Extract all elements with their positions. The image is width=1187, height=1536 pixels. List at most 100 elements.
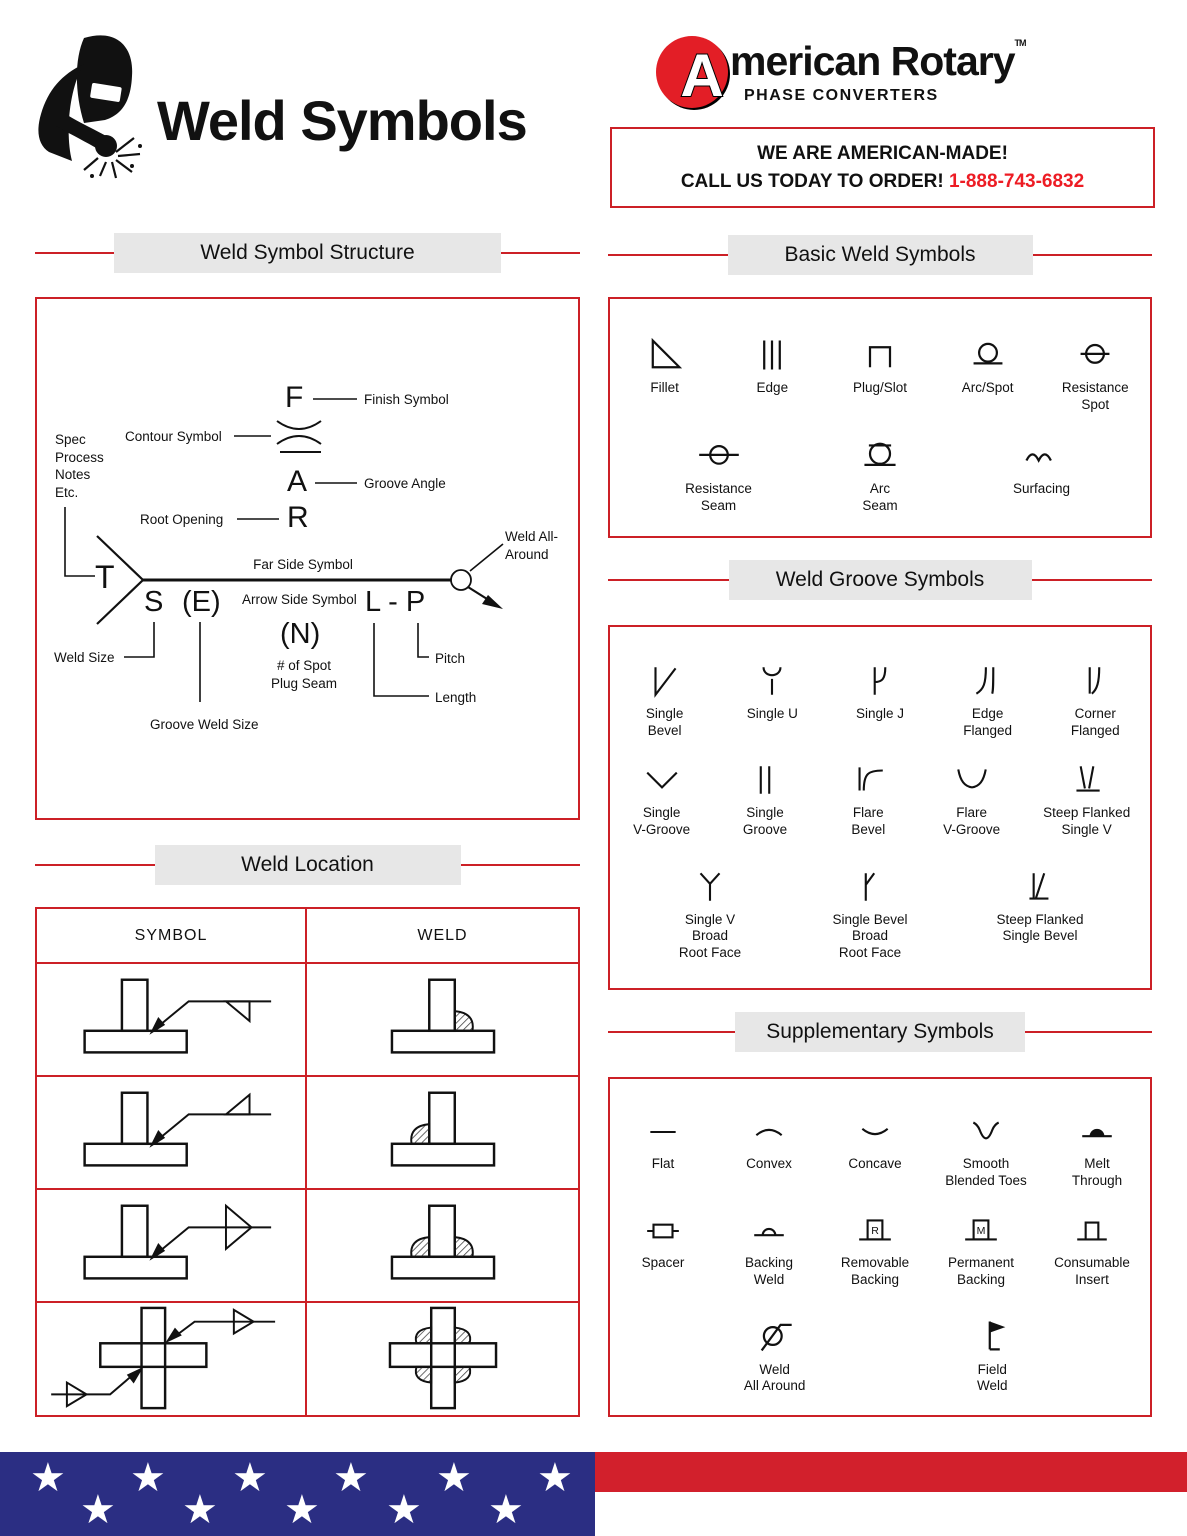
tjoint-weld-both — [390, 1204, 495, 1280]
section-header-location: Weld Location — [35, 844, 580, 885]
flag-star: ★ — [232, 1455, 268, 1501]
symbol-item: Corner Flanged — [1042, 663, 1148, 740]
divider — [608, 1030, 735, 1033]
symbol-item: Melt Through — [1044, 1115, 1150, 1190]
convex-contour-icon — [755, 1128, 783, 1136]
symbol-label: Smooth Blended Toes — [945, 1156, 1027, 1188]
groove-angle-letter: A — [287, 465, 308, 498]
weld-location-table: SYMBOL WELD — [35, 907, 580, 1417]
length-label: Length — [435, 690, 477, 705]
symbol-label: Concave — [848, 1156, 902, 1171]
permanent-backing-icon: M — [965, 1219, 997, 1241]
section-header-structure: Weld Symbol Structure — [35, 232, 580, 273]
table-row — [307, 1303, 578, 1415]
weld-size-letter: S — [144, 586, 164, 618]
arc-spot-icon — [973, 342, 1003, 365]
pitch-label: Pitch — [435, 651, 466, 666]
symbol-label: Spacer — [641, 1254, 685, 1270]
finish-letter: F — [285, 381, 304, 414]
section-title: Weld Symbol Structure — [114, 232, 501, 273]
divider — [460, 863, 580, 866]
edge-flanged-icon — [975, 667, 994, 695]
symbol-label: Single V-Groove — [633, 804, 691, 837]
symbol-label: Permanent Backing — [947, 1254, 1015, 1287]
flag-star: ★ — [182, 1487, 218, 1533]
permanent-letter: M — [977, 1225, 986, 1237]
divider — [1025, 1030, 1152, 1033]
symbol-item: Resistance Spot — [1042, 337, 1148, 414]
table-row — [37, 1303, 307, 1415]
symbol-label: Field Weld — [977, 1361, 1008, 1394]
symbol-item: Steep Flanked Single Bevel — [970, 869, 1110, 946]
symbol-item: Backing Weld — [716, 1214, 822, 1289]
structure-diagram-box: F Finish Symbol Contour Symbol A Groove … — [35, 297, 580, 820]
weld-all-around-icon — [760, 1323, 792, 1351]
length-pitch-letters: L - P — [365, 586, 426, 618]
steep-flanked-single-v-icon — [1076, 765, 1100, 792]
arc-seam-icon — [864, 442, 896, 466]
symbol-label: Resistance Seam — [685, 480, 752, 513]
welder-icon — [38, 35, 142, 179]
symbol-item: Steep Flanked Single V — [1023, 762, 1150, 839]
spot-count-letter: (N) — [280, 618, 321, 650]
logo-wordmark: merican RotaryTM — [730, 38, 1027, 84]
symbol-label: Single Bevel — [645, 706, 684, 738]
edge-icon — [763, 340, 782, 370]
flag-star: ★ — [30, 1455, 66, 1501]
symbol-item: M Permanent Backing — [928, 1214, 1034, 1289]
section-header-supplementary: Supplementary Symbols — [608, 1011, 1152, 1052]
flag-star: ★ — [436, 1455, 472, 1501]
symbol-label: Fillet — [650, 380, 679, 395]
flare-v-groove-icon — [956, 769, 987, 789]
removable-letter: R — [871, 1225, 879, 1237]
single-groove-icon — [759, 766, 771, 794]
symbol-item: Edge — [719, 337, 825, 397]
flag-star: ★ — [130, 1455, 166, 1501]
symbol-item: Single Groove — [713, 762, 816, 839]
smooth-blended-toes-icon — [972, 1121, 1000, 1140]
symbol-label: Single Bevel Broad Root Face — [832, 911, 908, 961]
symbol-label: Melt Through — [1071, 1156, 1123, 1188]
table-row — [37, 1190, 307, 1303]
symbol-label: Resistance Spot — [1061, 380, 1129, 412]
order-banner: WE ARE AMERICAN-MADE! CALL US TODAY TO O… — [610, 127, 1155, 208]
groove-symbols-box: Single Bevel Single U Single J Edge Flan… — [608, 625, 1152, 990]
tjoint-arrow-side-symbol — [83, 978, 272, 1054]
symbol-item: Single Bevel — [612, 663, 718, 740]
fillet-icon — [651, 337, 682, 369]
symbol-item: Field Weld — [939, 1317, 1045, 1396]
symbol-item: Single J — [827, 663, 933, 723]
symbol-label: Removable Backing — [840, 1254, 910, 1287]
symbol-label: Backing Weld — [744, 1254, 794, 1287]
table-row — [37, 964, 307, 1077]
symbol-item: Convex — [716, 1115, 822, 1173]
symbol-item: Weld All Around — [715, 1317, 835, 1396]
single-v-broad-root-face-icon — [699, 872, 721, 901]
flag-star: ★ — [284, 1487, 320, 1533]
symbol-label: Single V Broad Root Face — [678, 911, 742, 961]
tjoint-both-sides-symbol — [83, 1203, 272, 1280]
single-j-icon — [873, 667, 887, 695]
symbol-item: Concave — [822, 1115, 928, 1173]
symbol-item: Surfacing — [989, 438, 1095, 498]
symbol-label: Corner Flanged — [1070, 706, 1120, 738]
root-opening-label: Root Opening — [140, 512, 224, 527]
phone-number[interactable]: 1-888-743-6832 — [948, 170, 1085, 192]
field-weld-icon — [988, 1321, 1006, 1350]
weld-size-label: Weld Size — [54, 650, 115, 665]
section-title: Weld Groove Symbols — [728, 559, 1032, 600]
logo-tagline: PHASE CONVERTERS — [744, 87, 939, 104]
tjoint-weld-right — [390, 978, 495, 1054]
symbol-label: Flare Bevel — [851, 804, 886, 837]
table-row — [307, 1190, 578, 1303]
groove-size-label: Groove Weld Size — [150, 717, 259, 732]
symbol-item: Flare Bevel — [817, 762, 920, 839]
symbol-item: R Removable Backing — [822, 1214, 928, 1289]
section-header-basic: Basic Weld Symbols — [608, 234, 1152, 275]
flag-red-stripe — [595, 1452, 1187, 1492]
flag-star: ★ — [333, 1455, 369, 1501]
symbol-item: Flare V-Groove — [920, 762, 1023, 839]
symbol-label: Steep Flanked Single V — [1043, 804, 1131, 837]
contour-label: Contour Symbol — [125, 429, 222, 444]
